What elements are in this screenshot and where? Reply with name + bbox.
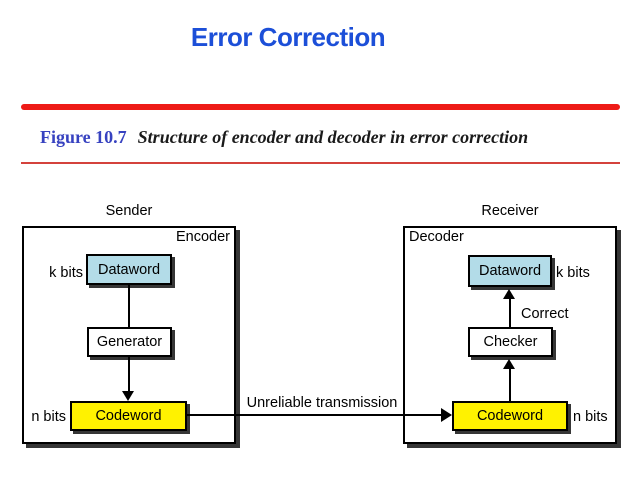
figure-caption: Figure 10.7 Structure of encoder and deco… <box>40 127 528 148</box>
figure-description: Structure of encoder and decoder in erro… <box>137 127 529 147</box>
checker-dataword-arrow-line <box>509 298 511 328</box>
figure-number-label: Figure 10.7 <box>40 127 127 147</box>
decoder-label: Decoder <box>409 229 464 245</box>
arrowhead-up-icon <box>503 359 515 369</box>
dataword-box-sender: Dataword <box>86 254 172 285</box>
n-bits-label-sender: n bits <box>31 409 66 425</box>
k-bits-label-sender: k bits <box>49 265 83 281</box>
correct-label: Correct <box>521 306 569 322</box>
caption-divider-thin <box>21 162 620 164</box>
n-bits-label-receiver: n bits <box>573 409 608 425</box>
dataword-box-receiver: Dataword <box>468 255 552 287</box>
arrowhead-up-icon <box>503 289 515 299</box>
arrowhead-down-icon <box>122 391 134 401</box>
generator-box: Generator <box>87 327 172 357</box>
dataword-generator-connector <box>128 284 130 328</box>
arrowhead-right-icon <box>441 408 452 422</box>
sender-title-label: Sender <box>105 203 153 219</box>
generator-codeword-arrow-line <box>128 356 130 392</box>
transmission-label: Unreliable transmission <box>246 395 398 411</box>
k-bits-label-receiver: k bits <box>556 265 590 281</box>
title-divider-thick <box>21 104 620 110</box>
transmission-line <box>186 414 442 416</box>
encoder-label: Encoder <box>175 229 230 245</box>
codeword-box-receiver: Codeword <box>452 401 568 431</box>
codeword-checker-arrow-line <box>509 368 511 401</box>
slide-title: Error Correction <box>190 22 386 52</box>
checker-box: Checker <box>468 327 553 357</box>
receiver-title-label: Receiver <box>481 203 539 219</box>
codeword-box-sender: Codeword <box>70 401 187 431</box>
